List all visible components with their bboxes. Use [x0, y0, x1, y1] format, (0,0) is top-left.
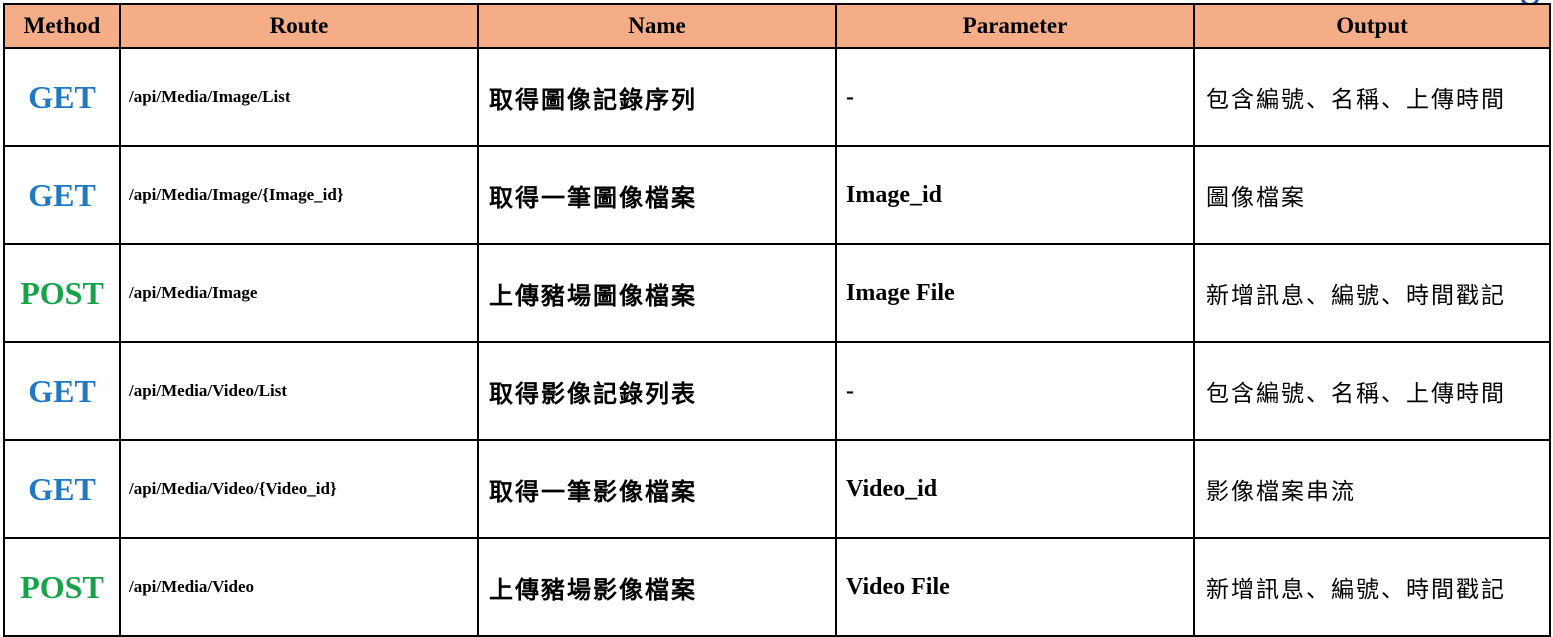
output-cell: 圖像檔案 [1193, 145, 1551, 245]
table-body: GET /api/Media/Image/List 取得圖像記錄序列 - 包含編… [3, 47, 1551, 637]
parameter-cell: - [835, 47, 1195, 147]
route-cell: /api/Media/Image/List [119, 47, 479, 147]
name-cell: 取得圖像記錄序列 [477, 47, 837, 147]
route-cell: /api/Media/Video/{Video_id} [119, 439, 479, 539]
header-row: Method Route Name Parameter Output [3, 3, 1551, 49]
output-cell: 包含編號、名稱、上傳時間 [1193, 47, 1551, 147]
header-route: Route [119, 3, 479, 49]
parameter-cell: Image_id [835, 145, 1195, 245]
name-cell: 取得一筆影像檔案 [477, 439, 837, 539]
output-cell: 包含編號、名稱、上傳時間 [1193, 341, 1551, 441]
output-cell: 影像檔案串流 [1193, 439, 1551, 539]
name-cell: 上傳豬場圖像檔案 [477, 243, 837, 343]
table-row: GET /api/Media/Image/List 取得圖像記錄序列 - 包含編… [3, 47, 1551, 147]
method-cell: GET [3, 145, 121, 245]
header-parameter: Parameter [835, 3, 1195, 49]
name-cell: 上傳豬場影像檔案 [477, 537, 837, 637]
route-cell: /api/Media/Image [119, 243, 479, 343]
table-row: POST /api/Media/Image 上傳豬場圖像檔案 Image Fil… [3, 243, 1551, 343]
header-name: Name [477, 3, 837, 49]
method-cell: GET [3, 341, 121, 441]
table-header: Method Route Name Parameter Output [3, 3, 1551, 49]
parameter-cell: Video File [835, 537, 1195, 637]
parameter-cell: - [835, 341, 1195, 441]
route-cell: /api/Media/Image/{Image_id} [119, 145, 479, 245]
method-cell: GET [3, 47, 121, 147]
parameter-cell: Video_id [835, 439, 1195, 539]
route-cell: /api/Media/Video/List [119, 341, 479, 441]
output-cell: 新增訊息、編號、時間戳記 [1193, 537, 1551, 637]
table-row: GET /api/Media/Video/List 取得影像記錄列表 - 包含編… [3, 341, 1551, 441]
output-cell: 新增訊息、編號、時間戳記 [1193, 243, 1551, 343]
parameter-cell: Image File [835, 243, 1195, 343]
name-cell: 取得一筆圖像檔案 [477, 145, 837, 245]
table-row: GET /api/Media/Video/{Video_id} 取得一筆影像檔案… [3, 439, 1551, 539]
route-cell: /api/Media/Video [119, 537, 479, 637]
name-cell: 取得影像記錄列表 [477, 341, 837, 441]
header-output: Output [1193, 3, 1551, 49]
table-row: POST /api/Media/Video 上傳豬場影像檔案 Video Fil… [3, 537, 1551, 637]
header-method: Method [3, 3, 121, 49]
table-row: GET /api/Media/Image/{Image_id} 取得一筆圖像檔案… [3, 145, 1551, 245]
api-endpoints-table: Method Route Name Parameter Output GET /… [3, 3, 1551, 637]
method-cell: GET [3, 439, 121, 539]
method-cell: POST [3, 243, 121, 343]
method-cell: POST [3, 537, 121, 637]
